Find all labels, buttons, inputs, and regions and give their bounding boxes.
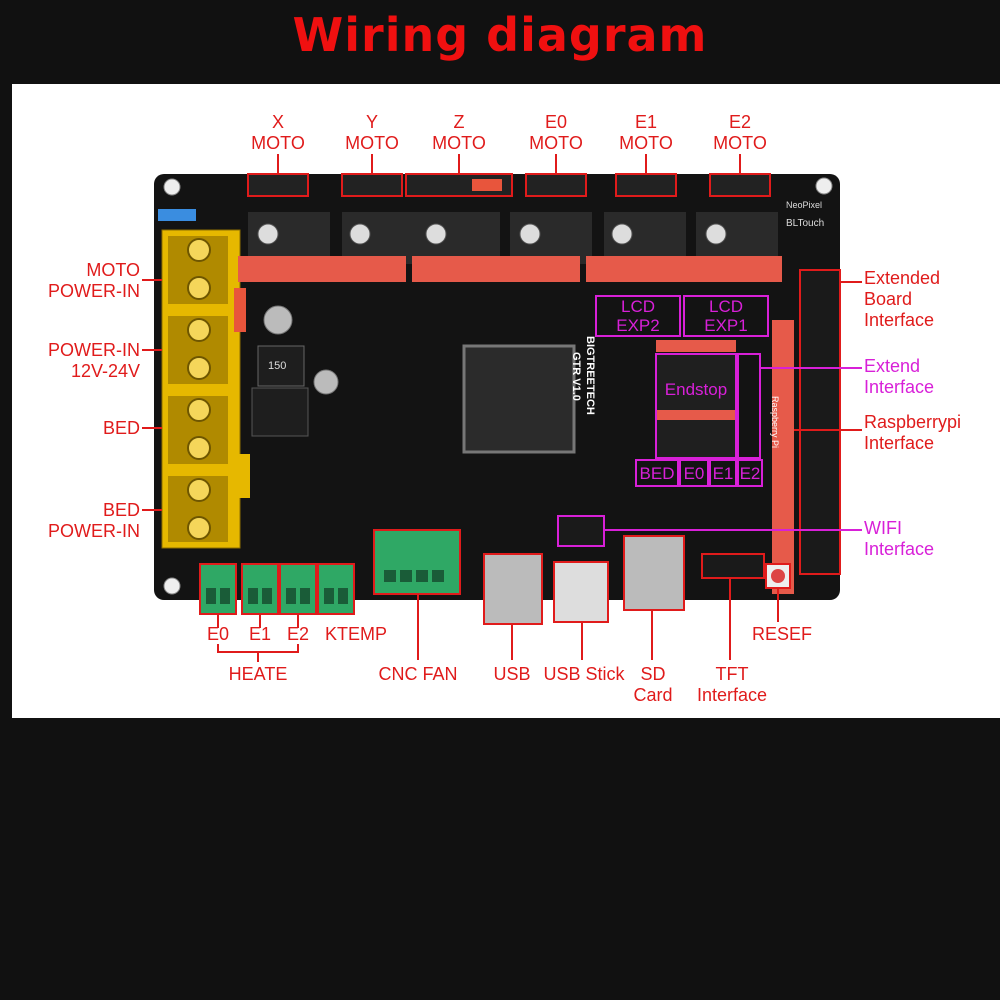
power-terminals — [161, 229, 241, 549]
endstop-e1-label: E1 — [712, 464, 734, 483]
inductor — [257, 345, 305, 387]
page-title: Wiring diagram — [292, 8, 708, 62]
endstop-e0-label: E0 — [683, 464, 705, 483]
bed-label: BED — [102, 418, 140, 438]
endstop-connectors — [635, 340, 763, 487]
endstop-bed-label: BED — [639, 464, 675, 483]
sd-slot — [623, 535, 685, 611]
heater-e0-label: E0 — [206, 624, 230, 644]
cnc-fan-label: CNC FAN — [378, 664, 458, 684]
tft-header — [701, 553, 765, 579]
endstop-e2-label: E2 — [739, 464, 761, 483]
usb-port — [483, 553, 543, 625]
usb-stick-port — [553, 561, 609, 623]
mount-hole — [815, 177, 833, 195]
bltouch-print: BLTouch — [786, 218, 825, 229]
cnc-fan-terminal — [373, 529, 461, 595]
usb-stick-label: USB Stick — [543, 664, 625, 684]
heate-label: HEATE — [228, 664, 288, 684]
lcd-exp1-box — [683, 295, 769, 337]
mcu-chip — [462, 344, 576, 454]
leader-lines — [142, 154, 862, 662]
heater-terminals — [199, 563, 355, 615]
diagram-panel: BIGTREETECH GTR V1.0 150 NeoPixel BLTouc… — [12, 84, 1000, 718]
raspberry-print: Raspberry Pi — [770, 396, 780, 449]
heater-e2-label: E2 — [286, 624, 310, 644]
mcu-brand-print: BIGTREETECH — [584, 336, 596, 415]
resef-label: RESEF — [751, 624, 812, 644]
stepper-drivers — [238, 212, 782, 282]
blue-led — [158, 209, 196, 221]
mount-hole — [163, 178, 181, 196]
raspberry-header — [772, 320, 794, 594]
ktemp-label: KTEMP — [324, 624, 387, 644]
controller-board — [142, 154, 862, 662]
extended-board-header — [799, 269, 841, 575]
neopixel-print: NeoPixel — [786, 200, 823, 210]
mcu-model-print: GTR V1.0 — [570, 352, 582, 401]
mount-hole — [163, 577, 181, 595]
heater-e1-label: E1 — [248, 624, 272, 644]
endstop-label: Endstop — [664, 380, 728, 399]
inductor-print: 150 — [268, 360, 287, 372]
lcd-exp2-box — [595, 295, 681, 337]
wifi-header — [557, 515, 605, 547]
usb-label: USB — [493, 664, 531, 684]
